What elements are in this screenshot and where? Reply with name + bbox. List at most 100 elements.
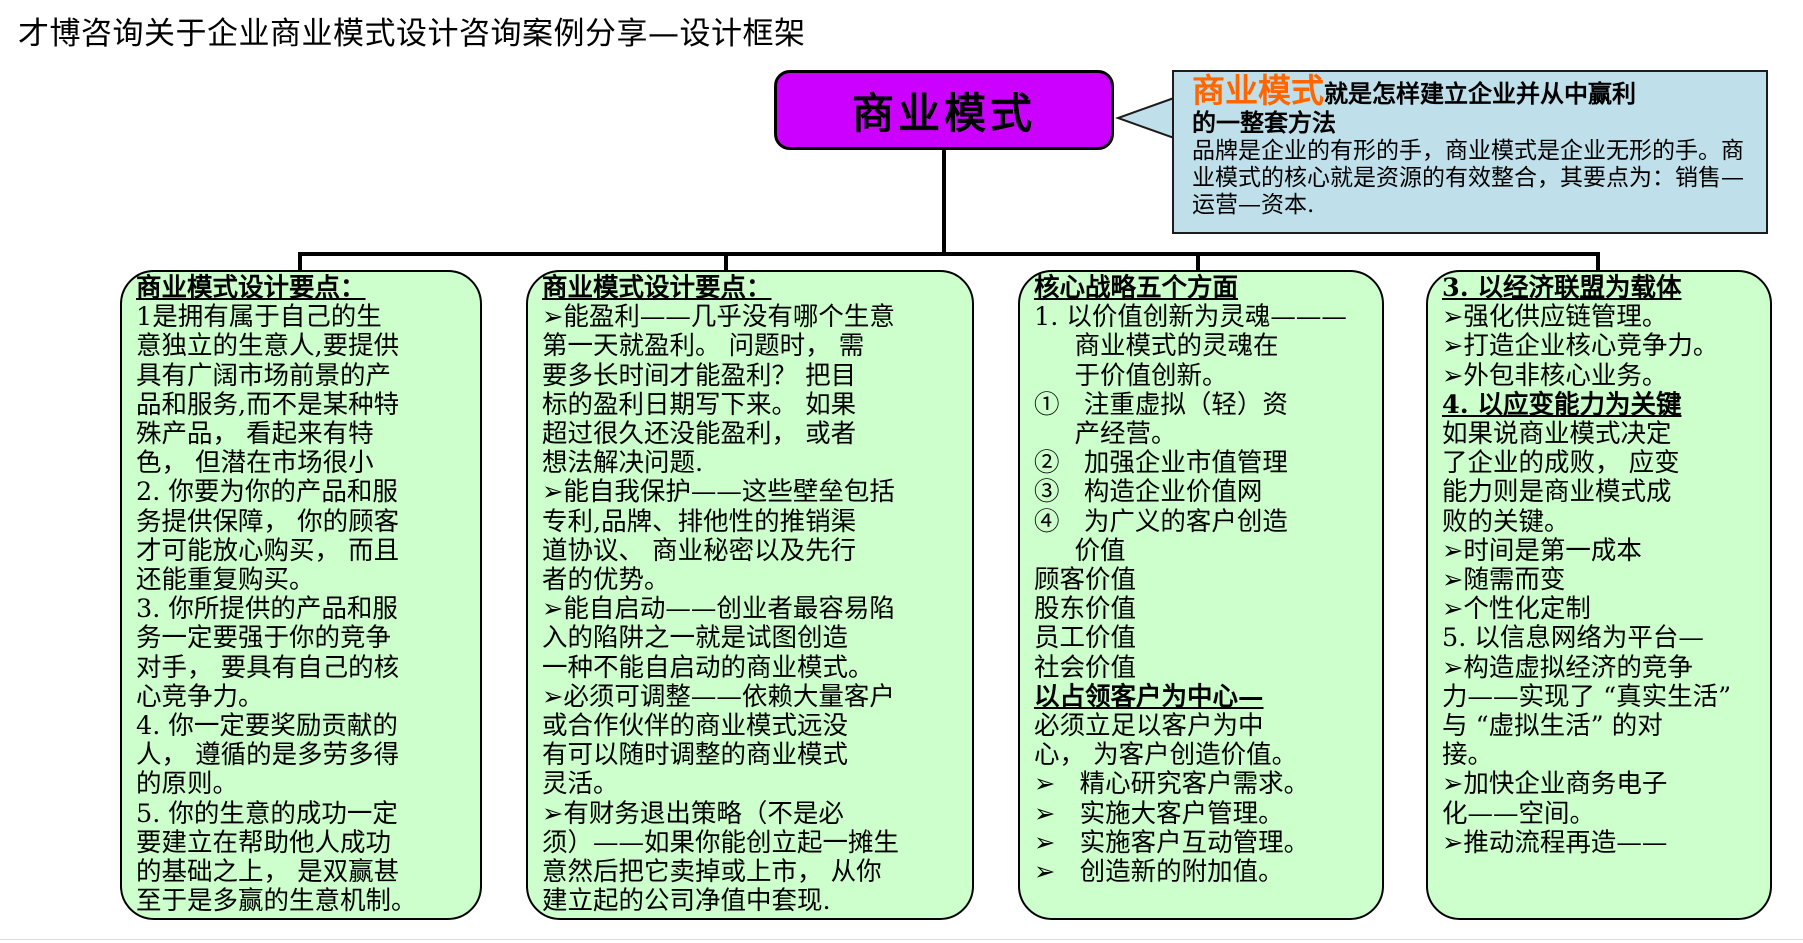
column-1-line: 对手， 要具有自己的核 — [136, 652, 400, 683]
column-4-line: 如果说商业模式决定 — [1442, 419, 1672, 450]
callout-heading-line2: 的一整套方法 — [1192, 108, 1336, 137]
column-3-line: 商业模式的灵魂在 — [1034, 331, 1279, 362]
column-2-line: ➢能盈利——几乎没有哪个生意 — [542, 302, 895, 333]
bottom-divider — [0, 939, 1803, 940]
column-4-line: ➢时间是第一成本 — [1442, 535, 1642, 566]
column-2-line: 建立起的公司净值中套现. — [542, 886, 831, 917]
column-1-line: 务一定要强于你的竞争 — [136, 623, 392, 654]
column-3-line: 1. 以价值创新为灵魂——— — [1034, 302, 1347, 333]
column-4-line: 与 “虚拟生活” 的对 — [1442, 711, 1663, 742]
column-3-line: ① 注重虚拟（轻）资 — [1034, 389, 1288, 420]
column-1-line: 3. 你所提供的产品和服 — [136, 594, 398, 625]
column-1-line: 务提供保障， 你的顾客 — [136, 506, 400, 537]
column-1-line: 色， 但潜在市场很小 — [136, 448, 374, 479]
column-1-line: 1是拥有属于自己的生 — [136, 302, 382, 333]
column-3-line: ➢ 精心研究客户需求。 — [1034, 769, 1310, 800]
column-2-line: ➢有财务退出策略（不是必 — [542, 798, 844, 829]
callout-keyword: 商业模式 — [1192, 71, 1324, 110]
column-1-line: 还能重复购买。 — [136, 565, 315, 596]
column-2-line: 者的优势。 — [542, 565, 670, 596]
column-1-line: 的基础之上， 是双赢甚 — [136, 857, 400, 888]
column-4-line: 3. 以经济联盟为载体 — [1442, 273, 1682, 303]
column-1-line: 5. 你的生意的成功一定 — [136, 798, 398, 829]
column-design-points-2: 商业模式设计要点：➢能盈利——几乎没有哪个生意第一天就盈利。 问题时， 需要多长… — [526, 270, 974, 920]
column-4-line: ➢外包非核心业务。 — [1442, 360, 1668, 391]
column-3-line: ➢ 实施客户互动管理。 — [1034, 827, 1310, 858]
column-2-line: 有可以随时调整的商业模式 — [542, 740, 849, 771]
column-2-line: ➢能自我保护——这些壁垒包括 — [542, 477, 895, 508]
column-2-line: 一种不能自启动的商业模式。 — [542, 652, 874, 683]
column-4-line: 4. 以应变能力为关键 — [1442, 389, 1682, 420]
column-1-line: 的原则。 — [136, 769, 239, 800]
column-2-line: 灵活。 — [542, 769, 619, 800]
column-3-line: 于价值创新。 — [1034, 360, 1228, 391]
column-1-line: 品和服务,而不是某种特 — [136, 389, 400, 420]
column-1-line: 意独立的生意人,要提供 — [136, 331, 400, 362]
column-4-line: 了企业的成败， 应变 — [1442, 448, 1680, 479]
column-2-line: 要多长时间才能盈利？ 把目 — [542, 360, 857, 391]
column-2-line: 第一天就盈利。 问题时， 需 — [542, 331, 865, 362]
column-2-line: 超过很久还没能盈利， 或者 — [542, 419, 857, 450]
column-strategy-continued: 3. 以经济联盟为载体➢强化供应链管理。➢打造企业核心竞争力。➢外包非核心业务。… — [1426, 270, 1772, 920]
column-3-line: ④ 为广义的客户创造 — [1034, 506, 1288, 537]
column-1-line: 具有广阔市场前景的产 — [136, 360, 392, 391]
root-node-business-model: 商业模式 — [774, 70, 1114, 150]
definition-callout: 商业模式就是怎样建立企业并从中赢利 的一整套方法 品牌是企业的有形的手，商业模式… — [1172, 70, 1768, 234]
column-3-line: 员工价值 — [1034, 623, 1137, 654]
column-3-line: 核心战略五个方面 — [1034, 273, 1239, 303]
column-4-line: ➢推动流程再造—— — [1442, 827, 1668, 858]
column-1-line: 才可能放心购买， 而且 — [136, 535, 400, 566]
column-3-line: 顾客价值 — [1034, 565, 1137, 596]
column-4-line: 能力则是商业模式成 — [1442, 477, 1672, 508]
column-3-line: 必须立足以客户为中 — [1034, 711, 1264, 742]
column-2-line: 专利,品牌、排他性的推销渠 — [542, 506, 857, 537]
column-4-line: 力——实现了 “真实生活” — [1442, 681, 1732, 712]
column-2-line: 或合作伙伴的商业模式远没 — [542, 711, 849, 742]
column-1-line: 4. 你一定要奖励贡献的 — [136, 711, 398, 742]
column-3-line: 心， 为客户创造价值。 — [1034, 740, 1298, 771]
column-1-line: 至于是多赢的生意机制。 — [136, 886, 417, 917]
column-3-line: ③ 构造企业价值网 — [1034, 477, 1263, 508]
callout-heading-rest: 就是怎样建立企业并从中赢利 — [1324, 79, 1636, 108]
column-4-line: ➢构造虚拟经济的竞争 — [1442, 652, 1693, 683]
column-1-line: 要建立在帮助他人成功 — [136, 827, 392, 858]
column-3-line: 以占领客户为中心— — [1034, 681, 1264, 712]
column-3-line: ➢ 实施大客户管理。 — [1034, 798, 1284, 829]
column-4-line: 5. 以信息网络为平台— — [1442, 623, 1704, 654]
column-2-line: 道协议、 商业秘密以及先行 — [542, 535, 857, 566]
column-4-line: ➢强化供应链管理。 — [1442, 302, 1668, 333]
column-2-line: 商业模式设计要点： — [542, 273, 772, 303]
column-3-line: 社会价值 — [1034, 652, 1137, 683]
column-4-line: ➢加快企业商务电子 — [1442, 769, 1668, 800]
column-3-line: 产经营。 — [1034, 419, 1177, 450]
column-4-line: 化——空间。 — [1442, 798, 1596, 829]
column-1-line: 殊产品， 看起来有特 — [136, 419, 374, 450]
callout-body: 品牌是企业的有形的手，商业模式是企业无形的手。商业模式的核心就是资源的有效整合，… — [1192, 138, 1744, 218]
column-1-line: 人， 遵循的是多劳多得 — [136, 740, 400, 771]
column-3-line: ➢ 创造新的附加值。 — [1034, 857, 1284, 888]
column-3-line: 价值 — [1034, 535, 1126, 566]
column-4-line: ➢随需而变 — [1442, 565, 1566, 596]
column-4-line: 败的关键。 — [1442, 506, 1570, 537]
column-2-line: ➢能自启动——创业者最容易陷 — [542, 594, 895, 625]
column-2-line: 入的陷阱之一就是试图创造 — [542, 623, 849, 654]
column-2-line: 想法解决问题. — [542, 448, 704, 479]
column-4-line: ➢个性化定制 — [1442, 594, 1591, 625]
column-2-line: 意然后把它卖掉或上市， 从你 — [542, 857, 882, 888]
column-2-line: ➢必须可调整——依赖大量客户 — [542, 681, 895, 712]
column-1-line: 商业模式设计要点： — [136, 273, 366, 303]
column-1-line: 心竞争力。 — [136, 681, 264, 712]
column-4-line: 接。 — [1442, 740, 1494, 771]
callout-heading: 商业模式就是怎样建立企业并从中赢利 — [1192, 74, 1756, 108]
callout-pointer — [1115, 96, 1175, 140]
column-3-line: ② 加强企业市值管理 — [1034, 448, 1288, 479]
column-1-line: 2. 你要为你的产品和服 — [136, 477, 398, 508]
column-2-line: 标的盈利日期写下来。 如果 — [542, 389, 857, 420]
column-3-line: 股东价值 — [1034, 594, 1137, 625]
column-4-line: ➢打造企业核心竞争力。 — [1442, 331, 1719, 362]
page-title: 才博咨询关于企业商业模式设计咨询案例分享—设计框架 — [18, 16, 806, 52]
column-design-points-1: 商业模式设计要点：1是拥有属于自己的生意独立的生意人,要提供具有广阔市场前景的产… — [120, 270, 482, 920]
column-2-line: 须）——如果你能创立起一摊生 — [542, 827, 900, 858]
